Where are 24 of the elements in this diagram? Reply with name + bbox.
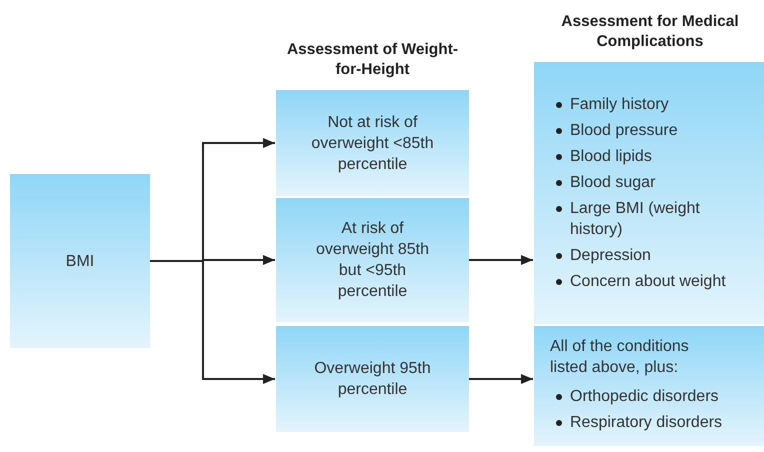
list-item: Large BMI (weight history) xyxy=(550,198,730,240)
list-item: Orthopedic disorders xyxy=(550,386,719,407)
process-box xyxy=(276,326,469,432)
column-heading: Assessment for Medical Complications xyxy=(560,12,740,52)
list-item: Blood pressure xyxy=(550,120,678,140)
process-box xyxy=(534,62,764,324)
box-text: Overweight 95th percentile xyxy=(313,359,432,400)
list-item: Blood sugar xyxy=(550,172,656,192)
list-item: Family history xyxy=(550,94,669,114)
arrow xyxy=(469,255,533,265)
box-text: All of the conditions listed above, plus: xyxy=(550,337,690,378)
process-box xyxy=(276,198,469,322)
list-item: Concern about weight xyxy=(550,270,726,292)
list-item: Respiratory disorders xyxy=(550,412,722,433)
process-box xyxy=(276,90,469,196)
box-text: BMI xyxy=(66,252,94,272)
column-heading: Assessment of Weight-for-Height xyxy=(286,40,460,80)
box-text: At risk of overweight 85th but <95th percentile xyxy=(315,219,430,302)
process-box xyxy=(10,174,150,348)
list-item: Blood lipids xyxy=(550,146,652,166)
process-box xyxy=(534,326,764,446)
arrow xyxy=(469,374,533,384)
box-text: Not at risk of overweight <85th percentile xyxy=(310,112,435,174)
list-item: Depression xyxy=(550,244,651,266)
